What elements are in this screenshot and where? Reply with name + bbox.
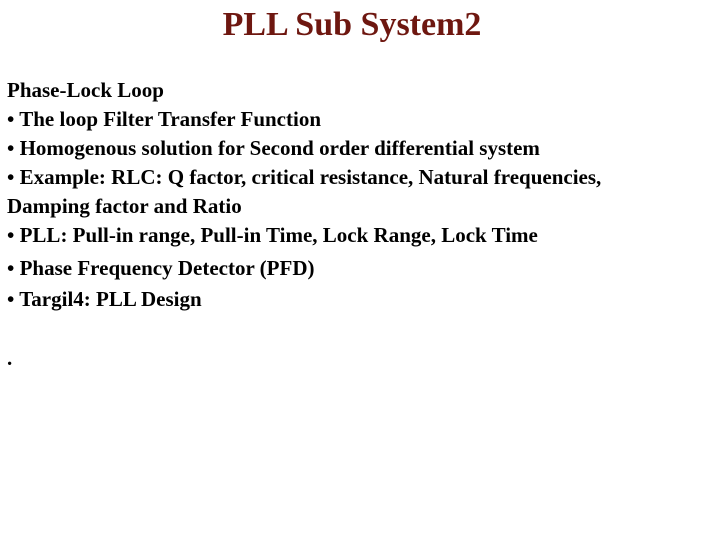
bullet-line: • Targil4: PLL Design bbox=[7, 287, 202, 311]
bullet-line: • PLL: Pull-in range, Pull-in Time, Lock… bbox=[7, 223, 538, 247]
trailing-period: . bbox=[7, 346, 13, 370]
bullet-line: • The loop Filter Transfer Function bbox=[7, 107, 322, 131]
body-heading-line: Phase-Lock Loop bbox=[7, 78, 164, 102]
bullet-line: • Example: RLC: Q factor, critical resis… bbox=[7, 165, 602, 189]
bullet-line: • Homogenous solution for Second order d… bbox=[7, 136, 540, 160]
bullet-line: • Phase Frequency Detector (PFD) bbox=[7, 256, 315, 280]
slide-body: Phase-Lock Loop • The loop Filter Transf… bbox=[7, 76, 720, 314]
wrapped-line: Damping factor and Ratio bbox=[7, 194, 242, 218]
slide-title: PLL Sub System2 bbox=[222, 6, 482, 43]
